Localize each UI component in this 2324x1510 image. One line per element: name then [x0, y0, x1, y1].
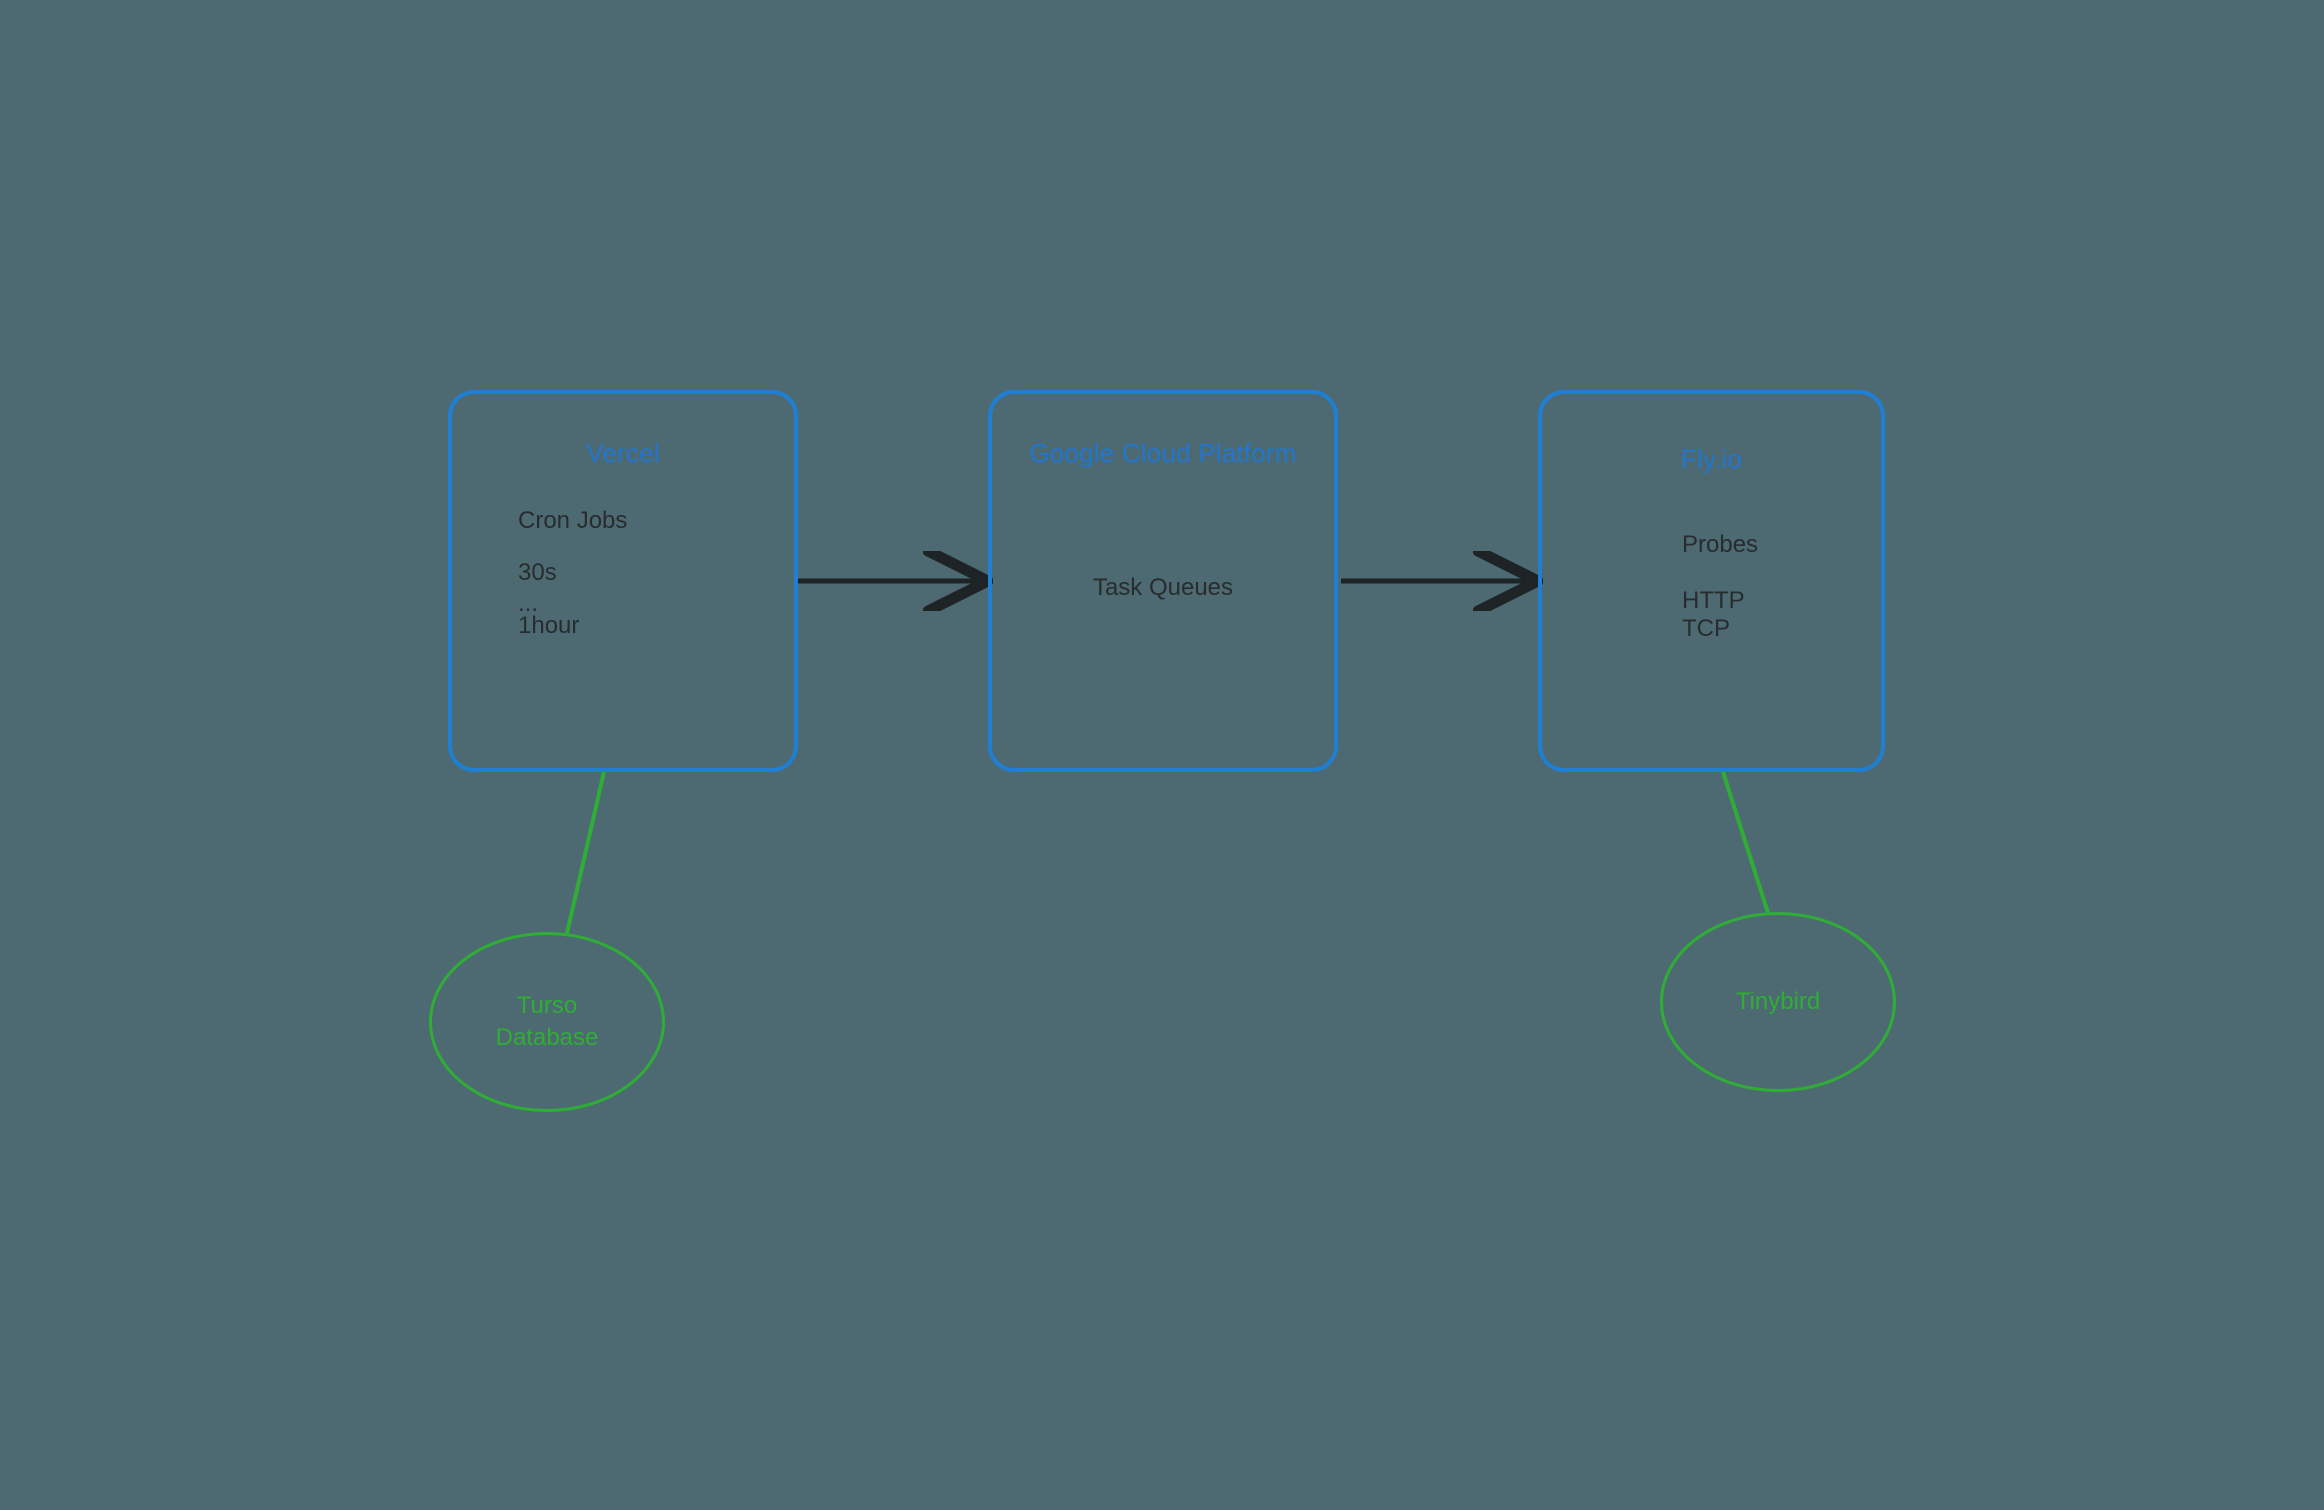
node-tinybird[interactable]: Tinybird [1660, 912, 1896, 1092]
node-vercel-line-ellipsis: ... [518, 590, 539, 617]
node-vercel-title: Vercel [586, 438, 660, 468]
node-turso-database[interactable]: Turso Database [429, 932, 665, 1112]
node-flyio-title: Fly.io [1680, 444, 1743, 474]
node-tinybird-label: Tinybird [1735, 988, 1821, 1016]
node-flyio-line-http: HTTP [1682, 587, 1745, 614]
node-flyio-line-probes: Probes [1682, 531, 1759, 558]
node-vercel-line-30s: 30s [518, 559, 557, 586]
node-vercel[interactable]: Vercel Cron Jobs 30s ... 1hour [448, 390, 798, 772]
node-flyio-line-tcp: TCP [1682, 615, 1730, 642]
edge-flyio-to-tinybird [1721, 771, 1770, 914]
node-google-cloud-platform[interactable]: Google Cloud Platform Task Queues [988, 390, 1338, 772]
edge-vercel-to-turso [565, 771, 606, 934]
node-flyio[interactable]: Fly.io Probes HTTP TCP [1538, 390, 1885, 772]
node-turso-database-label: Turso Database [495, 992, 599, 1051]
node-gcp-title: Google Cloud Platform [1029, 438, 1297, 468]
node-gcp-line-task-queues: Task Queues [1092, 574, 1234, 601]
node-vercel-line-cron-jobs: Cron Jobs [518, 507, 628, 534]
node-vercel-line-1hour: 1hour [518, 612, 580, 639]
